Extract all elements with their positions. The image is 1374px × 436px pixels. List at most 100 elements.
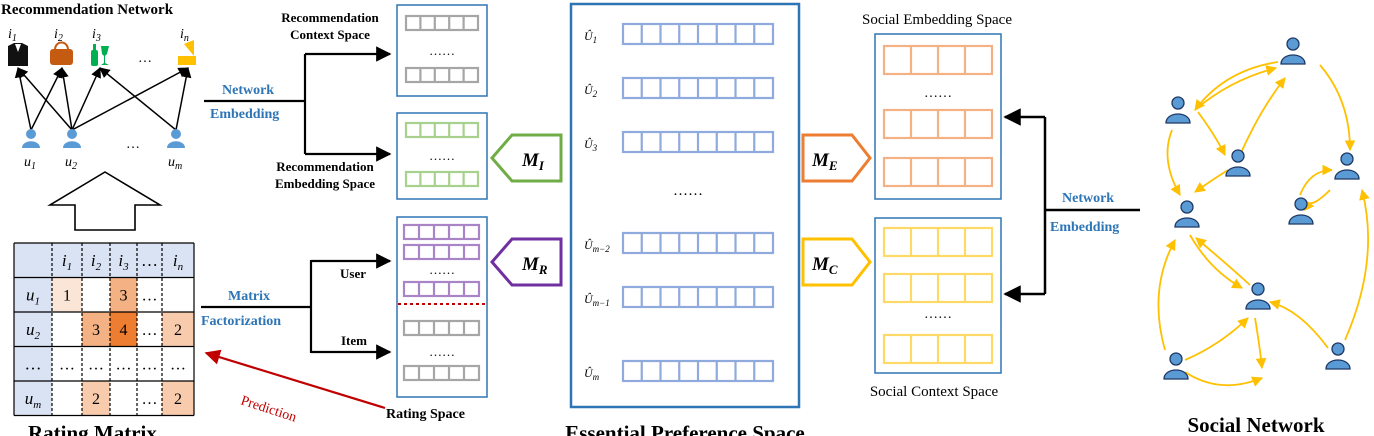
- svg-text:MI: MI: [521, 150, 545, 173]
- svg-text:MC: MC: [811, 254, 838, 277]
- network-embedding-left-label-2: Embedding: [210, 107, 279, 122]
- embedding-dots: ……: [429, 148, 455, 163]
- social-context-vector: [882, 226, 994, 258]
- matrix-cell: …: [142, 391, 158, 408]
- right-embedding-branch: Network Embedding: [1003, 108, 1140, 303]
- rating-item-dots: ……: [429, 344, 455, 359]
- network-embedding-left-label-1: Network: [222, 83, 274, 98]
- social-network: [1157, 37, 1370, 387]
- matrix-row-header: um: [25, 389, 42, 411]
- rec-embedding-label-1: Recommendation: [276, 159, 374, 174]
- essential-row-label: Ûm: [584, 366, 600, 382]
- matrix-label-1: Matrix: [228, 289, 270, 304]
- matrix-cell: …: [142, 288, 158, 305]
- rating-user-dots: ……: [429, 262, 455, 277]
- essential-row-label: Û3: [584, 137, 598, 153]
- social-context-dots: ……: [924, 307, 952, 322]
- rec-network-title: Recommendation Network: [1, 2, 174, 18]
- network-embedding-right-label-1: Network: [1062, 191, 1114, 206]
- essential-vector: [621, 285, 775, 309]
- context-vector-bottom: [404, 66, 480, 84]
- essential-vector: [621, 359, 775, 383]
- user-icon-1: [22, 129, 40, 148]
- rating-user-vector: [402, 223, 481, 241]
- rec-context-label-2: Context Space: [290, 27, 370, 42]
- matrix-cell: …: [142, 322, 158, 339]
- essential-vector: [621, 231, 775, 255]
- matrix-col-header: …: [141, 251, 158, 270]
- essential-row-label: Û2: [584, 83, 598, 99]
- matrix-cell: …: [59, 357, 75, 374]
- context-dots: ……: [429, 43, 455, 58]
- social-embedding-space-box: ……: [874, 33, 1002, 200]
- mapping-mr: MR: [490, 237, 563, 287]
- wine-icon: [91, 44, 109, 66]
- matrix-cell: 2: [174, 391, 182, 408]
- item-label-1: i1: [8, 27, 17, 44]
- essential-vector: [621, 22, 775, 46]
- matrix-row-header: u1: [26, 286, 40, 308]
- rec-embedding-space-box: ……: [396, 112, 488, 200]
- matrix-cell: 2: [92, 391, 100, 408]
- left-embedding-branch: Network Embedding Recommendation Context…: [204, 10, 392, 191]
- rating-space-label: Rating Space: [386, 407, 465, 422]
- rec-embedding-label-2: Embedding Space: [275, 176, 375, 191]
- matrix-row-header: u2: [26, 320, 41, 342]
- user-branch-label: User: [340, 266, 366, 281]
- social-user-icon: [1225, 149, 1251, 177]
- essential-vector: [621, 76, 775, 100]
- rating-item-vector: [402, 319, 481, 337]
- essential-dots: ……: [673, 183, 703, 199]
- essential-row-label: Ûm−1: [584, 292, 610, 308]
- social-user-icon: [1174, 200, 1200, 228]
- matrix-cell: …: [142, 357, 158, 374]
- matrix-cell: 3: [120, 288, 128, 305]
- user-label-2: u2: [65, 155, 77, 172]
- context-vector: [404, 14, 480, 32]
- social-edges: [1157, 61, 1370, 387]
- user-icon-2: [63, 129, 81, 148]
- context-vector-top: [404, 14, 480, 32]
- matrix-cell: …: [116, 357, 132, 374]
- social-embedding-vector: [882, 108, 994, 140]
- matrix-cell: 3: [92, 322, 100, 339]
- matrix-col-header: i3: [118, 251, 129, 273]
- item-label-2: i2: [54, 27, 63, 44]
- rating-user-vectors: [402, 223, 481, 298]
- matrix-cell: …: [88, 357, 104, 374]
- prediction-arrow: [204, 349, 386, 410]
- user-ellipsis: …: [126, 137, 140, 152]
- embedding-vector: [404, 170, 480, 188]
- embedding-vector-bottom: [404, 170, 480, 188]
- matrix-cell: 2: [174, 322, 182, 339]
- rating-user-vector: [402, 280, 481, 298]
- mapping-mi: MI: [490, 133, 563, 183]
- essential-vector: [621, 130, 775, 154]
- social-user-icon: [1325, 342, 1351, 370]
- social-context-vector: [882, 272, 994, 304]
- social-user-icon: [1245, 282, 1271, 310]
- up-arrow-icon: [47, 171, 163, 231]
- matrix-factorization-branch: Matrix Factorization User Item Predictio…: [201, 253, 465, 426]
- embedding-vector: [404, 121, 480, 139]
- item-ellipsis: …: [138, 51, 152, 66]
- mapping-mc: MC: [801, 237, 872, 287]
- matrix-col-header: i2: [91, 251, 102, 273]
- social-embedding-vector: [882, 44, 994, 76]
- matrix-label-2: Factorization: [201, 314, 281, 329]
- matrix-col-header: in: [173, 251, 184, 273]
- network-embedding-right-label-2: Embedding: [1050, 220, 1119, 235]
- essential-row-label: Ûm−2: [584, 238, 610, 254]
- rating-matrix-title: Rating Matrix: [28, 421, 157, 436]
- user-label-m: um: [168, 155, 182, 172]
- svg-text:ME: ME: [811, 150, 838, 173]
- gramophone-icon: [178, 40, 196, 65]
- rating-item-vectors: [402, 319, 481, 382]
- social-user-icon: [1280, 37, 1306, 65]
- recommendation-network: Recommendation Network i1 i2 i3 in …: [1, 2, 196, 231]
- user-label-1: u1: [24, 155, 36, 172]
- social-context-space-box: ……: [874, 217, 1002, 374]
- social-embedding-vector: [882, 156, 994, 188]
